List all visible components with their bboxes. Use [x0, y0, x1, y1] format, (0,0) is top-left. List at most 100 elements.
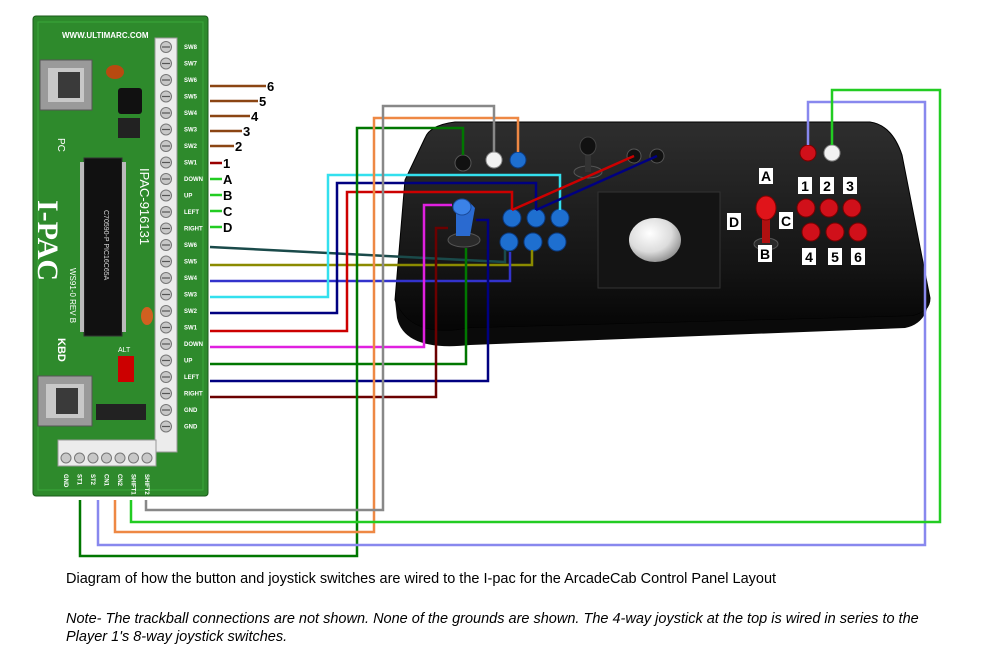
kbd-connector	[37, 375, 93, 427]
top-button-blue	[509, 151, 527, 169]
wire-navy-diag	[535, 154, 658, 212]
terminal-screw	[60, 452, 72, 464]
wire-label-6: 6	[267, 79, 274, 94]
joystick-label-d: D	[729, 214, 739, 230]
pic-chip	[83, 157, 123, 337]
pin-label: SW6	[184, 78, 198, 84]
joystick-label-c: C	[781, 213, 791, 229]
wire-label-b: B	[223, 188, 232, 203]
wire-red-sw1	[210, 190, 514, 333]
p2-button	[848, 222, 868, 242]
pin-label: SW7	[184, 62, 198, 68]
dip-switch	[118, 356, 134, 382]
diagram-note: Note- The trackball connections are not …	[66, 611, 919, 645]
wire-cyan	[210, 173, 562, 299]
p2-button-cluster	[796, 198, 868, 242]
wire-label-c: C	[223, 204, 233, 219]
pin-label: SW5	[184, 95, 198, 101]
wire-label-5: 5	[259, 94, 266, 109]
pc-connector	[39, 59, 93, 111]
capacitor-2	[118, 88, 142, 114]
control-panel: A B C D 1 2 3 4 5 6	[394, 121, 931, 347]
wire-gray-shift	[144, 104, 496, 512]
p1-button	[502, 208, 522, 228]
terminal-screw	[101, 452, 112, 464]
pin-label: SW1	[184, 326, 198, 332]
rev-label: WS91-0 REV B	[68, 268, 77, 323]
pin-label: SW8	[184, 45, 198, 51]
pin-label: SW3	[184, 128, 198, 134]
pin-label: RIGHT	[184, 227, 203, 233]
p1-button	[523, 232, 543, 252]
kbd-label: KBD	[55, 338, 67, 362]
p1-joystick	[447, 198, 481, 248]
wire-label-1: 1	[223, 156, 230, 171]
pin-label: DOWN	[184, 177, 203, 183]
four-way-joystick	[573, 136, 603, 179]
board-url: WWW.ULTIMARC.COM	[62, 31, 149, 40]
regulator	[118, 118, 140, 138]
p2-button	[825, 222, 845, 242]
trackball	[629, 218, 681, 262]
terminal-screws	[160, 41, 172, 433]
brown-wires	[210, 84, 266, 148]
pin-label: UP	[184, 359, 192, 365]
capacitor-3	[141, 307, 153, 325]
panel-front-edge	[395, 298, 930, 347]
button-number-6: 6	[854, 249, 862, 265]
pin-label: SW4	[184, 276, 198, 282]
pin-label: SW2	[184, 144, 198, 150]
chip-text: C70590-P PIC16C65A	[102, 210, 109, 281]
wires	[78, 84, 942, 558]
button-number-2: 2	[823, 178, 831, 194]
p1-button	[547, 232, 567, 252]
pin-label: SHIFT2	[143, 474, 149, 495]
terminal-screw	[128, 452, 139, 464]
pin-label: SW3	[184, 293, 198, 299]
wire-teal	[209, 245, 507, 264]
diagram-caption: Diagram of how the button and joystick s…	[66, 571, 777, 587]
bottom-terminal-strip	[57, 439, 157, 467]
pin-label: CN1	[103, 474, 109, 487]
pin-label: GND	[184, 425, 198, 431]
top-button-white-2	[823, 144, 841, 162]
p1-button	[526, 208, 546, 228]
button-number-5: 5	[831, 249, 839, 265]
wire-olive	[210, 250, 534, 267]
green-stubs	[210, 177, 222, 229]
terminal-screw	[87, 452, 99, 464]
joystick-label-a: A	[761, 168, 771, 184]
terminal-screw	[114, 452, 126, 464]
pin-label: SW5	[184, 260, 198, 266]
wire-green-coin2	[129, 88, 942, 524]
top-button-left	[454, 154, 472, 172]
top-button-red	[799, 144, 817, 162]
p2-button	[819, 198, 839, 218]
button-number-3: 3	[846, 178, 854, 194]
pin-label: ST1	[76, 474, 82, 486]
wire-purple	[210, 252, 512, 283]
right-pin-labels: SW8SW7SW6SW5SW4SW3SW2SW1DOWNUPLEFTRIGHTS…	[184, 45, 203, 431]
wire-darkgreen-up	[210, 248, 468, 366]
pin-label: CN2	[116, 474, 122, 487]
wire-label-d: D	[223, 220, 232, 235]
pin-label: SW1	[184, 161, 198, 167]
wire-orange-coin	[113, 116, 520, 534]
button-number-4: 4	[805, 249, 813, 265]
pin-label: GND	[62, 474, 68, 488]
capacitor	[106, 65, 124, 79]
wire-maroon-right	[210, 226, 448, 399]
pin-label: SW4	[184, 111, 198, 117]
wire-magenta-down	[210, 203, 452, 349]
pin-label: LEFT	[184, 375, 199, 381]
terminal-screw	[74, 452, 85, 464]
alt-label: ALT	[118, 347, 131, 354]
jumper-block	[96, 404, 146, 420]
p1-button-cluster	[499, 208, 570, 252]
pin-label: GND	[184, 408, 198, 414]
p2-button	[796, 198, 816, 218]
logo-label: I-PAC	[31, 200, 64, 281]
wire-lavender-start2	[96, 100, 927, 547]
wire-label-2: 2	[235, 139, 242, 154]
